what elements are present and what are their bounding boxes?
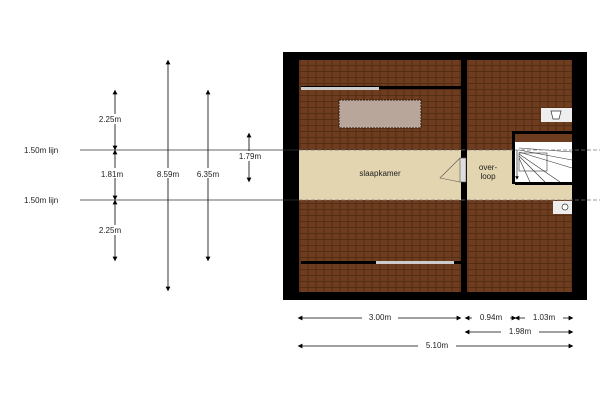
dim-stair-opening: 1.79m: [239, 152, 262, 161]
door: [459, 157, 467, 183]
washbasin-icon: [550, 110, 562, 120]
dim-stair-width: 1.03m: [533, 313, 556, 322]
window-bottom: [376, 261, 454, 264]
dim-total-height: 8.59m: [157, 170, 180, 179]
boiler-icon: [561, 203, 569, 211]
dim-inner-height: 6.35m: [197, 170, 220, 179]
dim-landing-width: 0.94m: [480, 313, 503, 322]
dim-top-slope: 2.25m: [99, 115, 122, 124]
dim-overall-width: 5.10m: [426, 341, 449, 350]
height-line-label-upper: 1.50m lijn: [24, 146, 58, 155]
building: slaapkamer over- loop: [283, 52, 587, 300]
skylight: [338, 99, 422, 129]
room-label-landing-2: loop: [480, 172, 496, 181]
window-top: [301, 87, 379, 90]
door-swing: [439, 157, 461, 183]
height-line-label-lower: 1.50m lijn: [24, 196, 58, 205]
knee-wall-top: [301, 86, 461, 89]
dim-right-total: 1.98m: [509, 327, 532, 336]
dim-middle: 1.81m: [101, 170, 124, 179]
dim-bedroom-width: 3.00m: [369, 313, 392, 322]
staircase: [512, 131, 573, 185]
room-label-landing-1: over-: [479, 163, 498, 172]
bedroom-floor: [299, 150, 461, 200]
room-label-bedroom: slaapkamer: [359, 169, 401, 178]
dim-bottom-slope: 2.25m: [99, 226, 122, 235]
